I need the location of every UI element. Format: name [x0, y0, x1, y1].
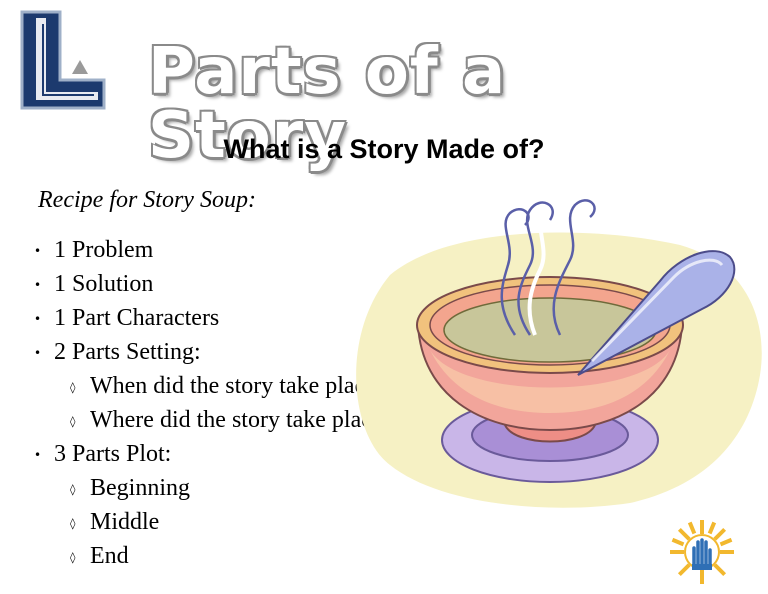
bullet-icon: •: [34, 277, 42, 292]
list-item-text: Beginning: [90, 474, 190, 501]
list-item-text: 1 Part Characters: [54, 304, 220, 331]
bullet-icon: •: [34, 243, 42, 258]
school-logo: [20, 10, 106, 110]
bullet-icon: •: [34, 311, 42, 326]
sub-list-item: ◊ End: [34, 540, 393, 574]
diamond-bullet-icon: ◊: [70, 516, 76, 530]
list-item: • 3 Parts Plot:: [34, 438, 393, 472]
list-item-text: 3 Parts Plot:: [54, 440, 172, 467]
list-item: • 1 Part Characters: [34, 302, 393, 336]
raised-hand-badge-icon: [670, 520, 734, 584]
list-item: • 1 Problem: [34, 234, 393, 268]
list-item-text: 2 Parts Setting:: [54, 338, 201, 365]
diamond-bullet-icon: ◊: [70, 414, 76, 428]
list-item-text: 1 Solution: [54, 270, 154, 297]
sub-list-item: ◊ When did the story take place?: [34, 370, 393, 404]
page-title: Parts of a Story: [148, 35, 507, 173]
diamond-bullet-icon: ◊: [70, 482, 76, 496]
bullet-icon: •: [34, 447, 42, 462]
recipe-heading: Recipe for Story Soup:: [38, 187, 256, 213]
soup-bowl-illustration: [356, 199, 762, 508]
sub-list-item: ◊ Middle: [34, 506, 393, 540]
list-item-text: Middle: [90, 508, 160, 535]
list-item: • 2 Parts Setting:: [34, 336, 393, 370]
list-item-text: Where did the story take place?: [90, 406, 394, 433]
list-item-text: End: [90, 542, 129, 569]
diamond-bullet-icon: ◊: [70, 550, 76, 564]
bullet-icon: •: [34, 345, 42, 360]
diamond-bullet-icon: ◊: [70, 380, 76, 394]
list-item-text: When did the story take place?: [90, 372, 387, 399]
list-item: • 1 Solution: [34, 268, 393, 302]
sub-list-item: ◊ Where did the story take place?: [34, 404, 393, 438]
subtitle: What is a Story Made of?: [223, 134, 545, 164]
sub-list-item: ◊ Beginning: [34, 472, 393, 506]
list-item-text: 1 Problem: [54, 237, 154, 263]
ingredient-list: • 1 Problem • 1 Solution • 1 Part Character…: [34, 234, 393, 574]
